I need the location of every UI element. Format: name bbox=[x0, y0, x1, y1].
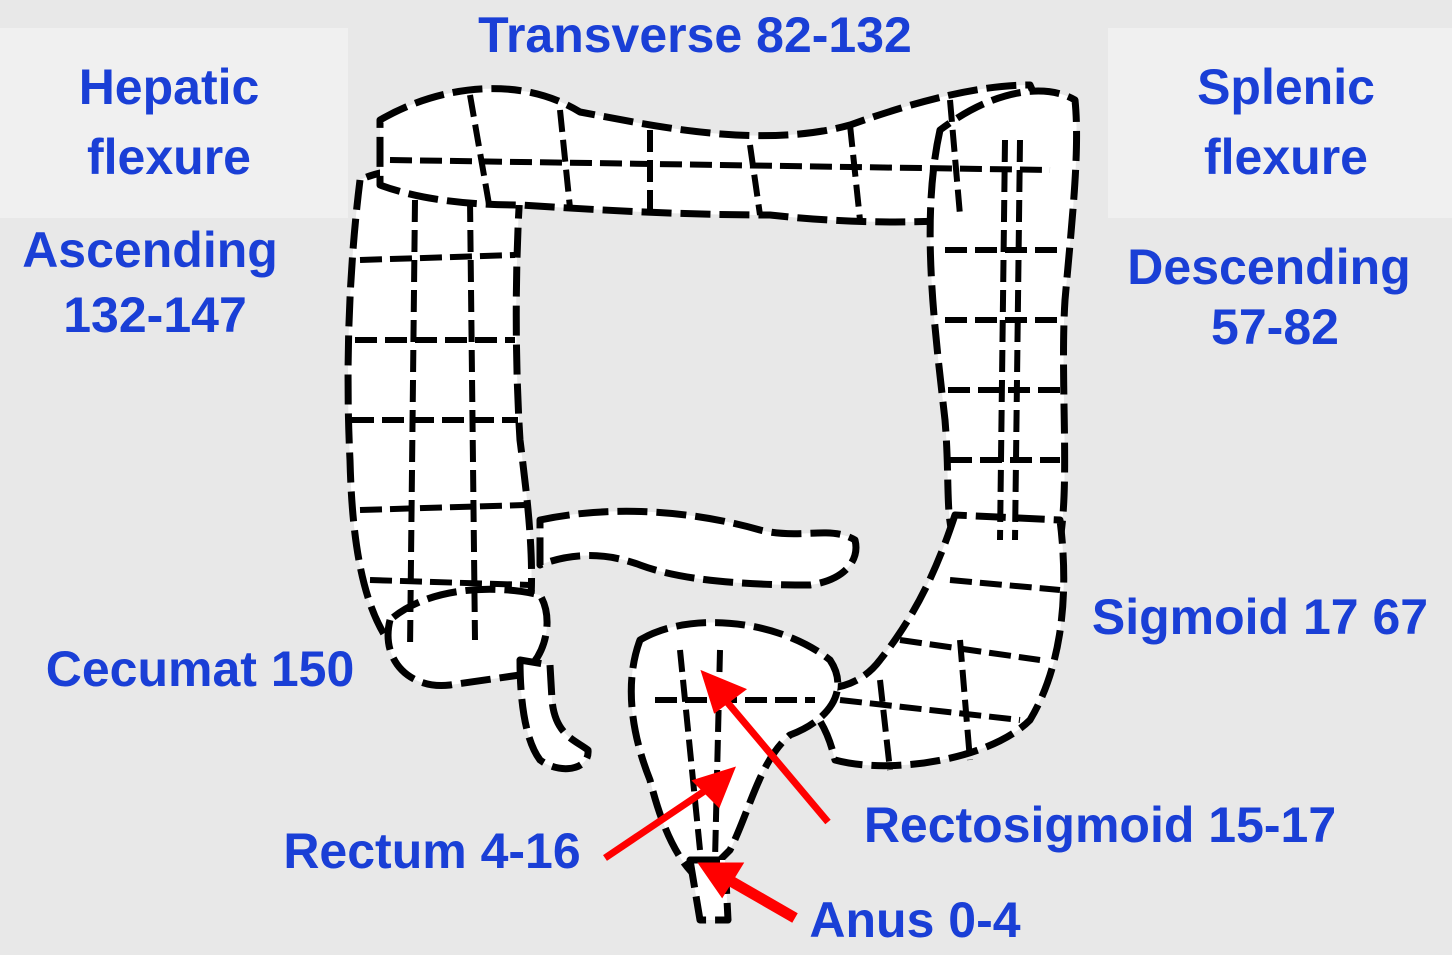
label-splenic-flexure-line1: Splenic bbox=[1118, 52, 1452, 122]
label-splenic-flexure-line2: flexure bbox=[1118, 122, 1452, 192]
appendix bbox=[520, 660, 588, 769]
label-hepatic-flexure-line2: flexure bbox=[0, 122, 338, 192]
label-ascending-line2: 132-147 bbox=[0, 280, 310, 350]
label-ascending-line1: Ascending bbox=[0, 215, 300, 285]
rectum bbox=[631, 623, 838, 880]
label-anus: Anus 0-4 bbox=[785, 885, 1045, 955]
label-transverse: Transverse 82-132 bbox=[450, 0, 940, 70]
label-cecum: Cecumat 150 bbox=[20, 634, 380, 704]
label-rectum: Rectum 4-16 bbox=[262, 816, 602, 886]
label-hepatic-flexure-line1: Hepatic bbox=[0, 52, 338, 122]
label-sigmoid: Sigmoid 17 67 bbox=[1070, 582, 1450, 652]
label-rectosigmoid: Rectosigmoid 15-17 bbox=[830, 790, 1370, 860]
label-descending-line2: 57-82 bbox=[1110, 292, 1440, 362]
ileum-loop bbox=[540, 511, 856, 585]
